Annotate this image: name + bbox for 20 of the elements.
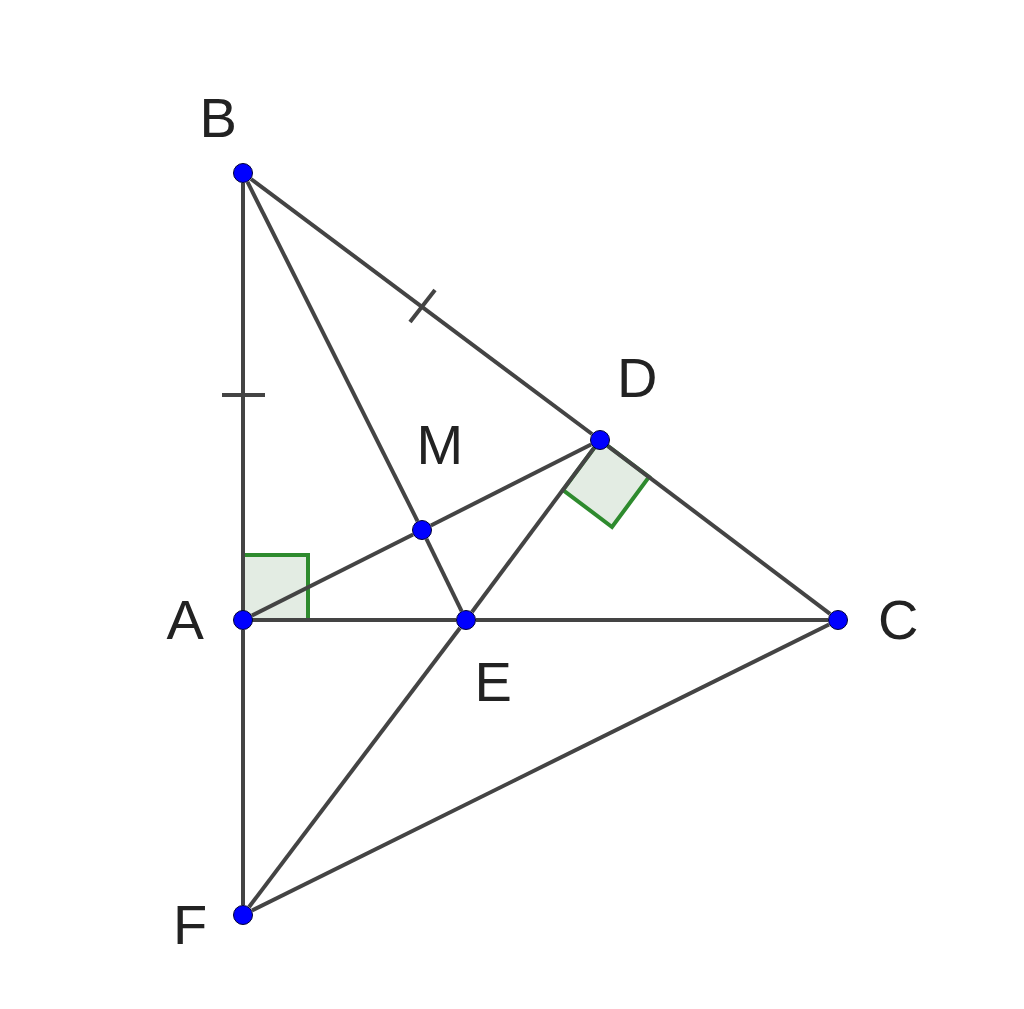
point-label: E [474, 654, 512, 710]
point-label: A [166, 592, 204, 648]
point-label: D [617, 350, 658, 406]
line-segment [249, 177, 594, 436]
line-segment [430, 442, 592, 528]
line-segment [251, 532, 414, 618]
line-segment [247, 626, 462, 909]
point-label: C [878, 592, 919, 648]
line-segment [476, 618, 828, 622]
line-segment [424, 538, 464, 612]
line-segment [241, 183, 245, 610]
line-segment [251, 622, 830, 913]
point-label: F [173, 897, 208, 953]
point-label: B [199, 90, 237, 146]
point-label: M [416, 417, 464, 473]
line-segment [470, 446, 596, 614]
line-segment [253, 618, 456, 622]
line-segment [245, 181, 420, 522]
line-segment [606, 444, 832, 616]
line-segment [241, 630, 245, 905]
